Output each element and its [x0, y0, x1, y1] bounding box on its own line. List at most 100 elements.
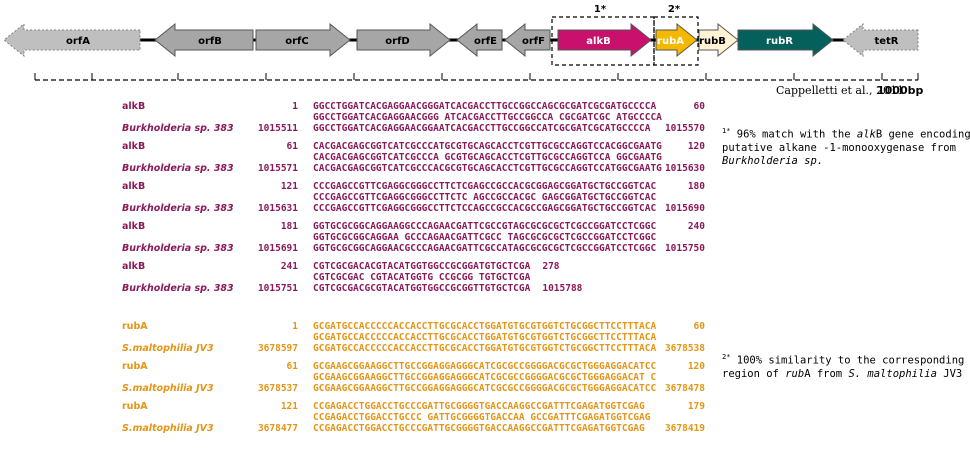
- gene-arrow-alkB: [557, 22, 652, 58]
- row-label: alkB: [122, 101, 146, 112]
- subject-row: S.maltophilia JV3 3678477 CCGAGACCTGGACCTG…: [0, 423, 740, 435]
- row-sequence: GCGATGCCACCCCCACCACCTTGCGCACCTGGATGTGCGT…: [313, 332, 657, 343]
- row-end: 3678538: [664, 343, 705, 354]
- row-label: alkB: [122, 261, 146, 272]
- row-sequence: CACGACGAGCGGTCATCGCCCATGCGTGCAGCACCTCGTT…: [313, 141, 662, 152]
- match-row: CCGAGACCTGGACCTGCCC GATTGCGGGGTGACCAA GC…: [0, 412, 740, 424]
- row-sequence: CCGAGACCTGGACCTGCCC GATTGCGGGGTGACCAA GC…: [313, 412, 651, 423]
- row-end: 120: [687, 361, 705, 372]
- query-row: rubA 61 GCGAAGCGGAAGGCTTGCCGGAGGAGGGCATCGC…: [0, 361, 740, 373]
- row-sequence: CCGAGACCTGGACCTGCCCGATTGCGGGGTGACCAAGGCC…: [313, 423, 645, 434]
- match-row: CGTCGCGAC CGTACATGGTG CCGCGG TGTGCTCGA: [0, 272, 740, 284]
- row-sequence: CGTCGCGAC CGTACATGGTG CCGCGG TGTGCTCGA: [313, 272, 531, 283]
- subject-row: Burkholderia sp. 383 1015691 GGTGCGCGGCAGG…: [0, 243, 740, 255]
- row-label: alkB: [122, 141, 146, 152]
- row-start: 181: [280, 221, 298, 232]
- row-start: 1015751: [257, 283, 298, 294]
- row-end: 3678478: [664, 383, 705, 394]
- query-row: alkB 241 CGTCGCGACACGTACATGGTGGCCGCGGATGTG…: [0, 261, 740, 273]
- row-label: rubA: [122, 321, 148, 332]
- gene-arrow-rubB: [698, 22, 739, 58]
- query-row: alkB 1 GGCCTGGATCACGAGGAACGGGATCACGACCTTGC…: [0, 101, 740, 113]
- row-sequence: CCGAGACCTGGACCTGCCCGATTGCGGGGTGACCAAGGCC…: [313, 401, 645, 412]
- row-label: alkB: [122, 221, 146, 232]
- row-sequence: CACGACGAGCGGTCATCGCCCA GCGTGCAGCACCTCGTT…: [313, 152, 662, 163]
- row-start: 121: [280, 401, 298, 412]
- gene-label-orfB: orfB: [198, 36, 222, 47]
- row-sequence: GGCCTGGATCACGAGGAACGGG ATCACGACCTTGCCGGC…: [313, 112, 662, 123]
- row-sequence: GGTGCGCGGCAGGAA GCCCAGAACGATTCGCC TAGCGC…: [313, 232, 657, 243]
- note-rubA: 2* 100% similarity to the corresponding …: [722, 353, 965, 380]
- row-sequence: CCCGAGCCGTTCGAGGCGGGCCTTCTCCAGCCGCCACGCC…: [313, 203, 657, 214]
- subject-row: Burkholderia sp. 383 1015631 CCCGAGCCGTTCG…: [0, 203, 740, 215]
- subject-row: Burkholderia sp. 383 1015751 CGTCGCGACGCGT…: [0, 283, 740, 295]
- row-label: Burkholderia sp. 383: [122, 123, 234, 134]
- row-sequence: GGCCTGGATCACGAGGAACGGGATCACGACCTTGCCGGCC…: [313, 101, 657, 112]
- row-end: 180: [687, 181, 705, 192]
- gene-arrow-rubA: [655, 22, 698, 58]
- row-start: 61: [286, 361, 298, 372]
- row-label: rubA: [122, 401, 148, 412]
- row-sequence: CGTCGCGACACGTACATGGTGGCCGCGGATGTGCTCGA: [313, 261, 531, 272]
- row-start: 1015511: [257, 123, 298, 134]
- row-sequence: GCGATGCCACCCCCACCACCTTGCGCACCTGGATGTGCGT…: [313, 343, 657, 354]
- row-sequence: GGTGCGCGGCAGGAACGCCCAGAACGATTCGCCATAGCGC…: [313, 243, 657, 254]
- row-start: 1015691: [257, 243, 298, 254]
- row-end: 1015788: [542, 283, 583, 294]
- row-label: Burkholderia sp. 383: [122, 283, 234, 294]
- row-sequence: CCCGAGCCGTTCGAGGCGGGCCTTCTC AGCCGCCACGC …: [313, 192, 657, 203]
- row-start: 61: [286, 141, 298, 152]
- row-end: 1015690: [664, 203, 705, 214]
- gene-arrow-orfC: [255, 22, 351, 58]
- row-end: 1015630: [664, 163, 705, 174]
- scale-ticks: [34, 73, 919, 80]
- row-label: Burkholderia sp. 383: [122, 163, 234, 174]
- note-alkB: 1* 96% match with the alkB gene encoding…: [722, 127, 970, 167]
- row-end: 240: [687, 221, 705, 232]
- gene-arrow-orfA: [3, 22, 141, 58]
- match-row: GGTGCGCGGCAGGAA GCCCAGAACGATTCGCC TAGCGC…: [0, 232, 740, 244]
- gene-label-rubB: rubB: [699, 36, 726, 47]
- match-row: GCGAAGCGGAAGGCTTGCCGGAGGAGGGCATCGCGCCGGG…: [0, 372, 740, 384]
- scale-bar-label: 1000bp: [877, 84, 924, 97]
- query-row: alkB 181 GGTGCGCGGCAGGAAGGCCCAGAACGATTCGCC…: [0, 221, 740, 233]
- row-start: 3678597: [257, 343, 298, 354]
- row-end: 60: [693, 321, 705, 332]
- row-sequence: GGTGCGCGGCAGGAAGGCCCAGAACGATTCGCCGTAGCGC…: [313, 221, 657, 232]
- match-row: CCCGAGCCGTTCGAGGCGGGCCTTCTC AGCCGCCACGC …: [0, 192, 740, 204]
- gene-label-orfE: orfE: [474, 36, 497, 47]
- subject-row: Burkholderia sp. 383 1015511 GGCCTGGATCACG…: [0, 123, 740, 135]
- gene-arrow-orfD: [356, 22, 451, 58]
- row-start: 1: [292, 101, 298, 112]
- row-label: S.maltophilia JV3: [122, 423, 214, 434]
- row-label: alkB: [122, 181, 146, 192]
- gene-arrow-tetR: [842, 22, 919, 58]
- gene-label-rubA: rubA: [657, 36, 684, 47]
- row-start: 241: [280, 261, 298, 272]
- row-label: Burkholderia sp. 383: [122, 203, 234, 214]
- row-start: 121: [280, 181, 298, 192]
- row-end: 3678419: [664, 423, 705, 434]
- gene-label-tetR: tetR: [874, 36, 898, 47]
- row-end: 1015750: [664, 243, 705, 254]
- row-label: rubA: [122, 361, 148, 372]
- row-start: 1015571: [257, 163, 298, 174]
- row-sequence: GCGAAGCGGAAGGCTTGCCGGAGGAGGGCATCGCGCCGGG…: [313, 361, 657, 372]
- row-sequence: CGTCGCGACGCGTACATGGTGGCCGCGGTTGTGCTCGA: [313, 283, 531, 294]
- gene-arrow-orfF: [504, 22, 551, 58]
- row-end: 1015570: [664, 123, 705, 134]
- row-label: Burkholderia sp. 383: [122, 243, 234, 254]
- row-sequence: GCGAAGCGGAAGGCTTGCCGGAGGAGGGCATCGCGCCGGG…: [313, 383, 657, 394]
- box-label-1: 1*: [594, 4, 607, 15]
- row-start: 3678537: [257, 383, 298, 394]
- row-start: 3678477: [257, 423, 298, 434]
- row-start: 1015631: [257, 203, 298, 214]
- match-row: CACGACGAGCGGTCATCGCCCA GCGTGCAGCACCTCGTT…: [0, 152, 740, 164]
- gene-arrow-orfB: [154, 22, 254, 58]
- row-end: 120: [687, 141, 705, 152]
- row-sequence: GGCCTGGATCACGAGGAACGGAATCACGACCTTGCCGGCC…: [313, 123, 651, 134]
